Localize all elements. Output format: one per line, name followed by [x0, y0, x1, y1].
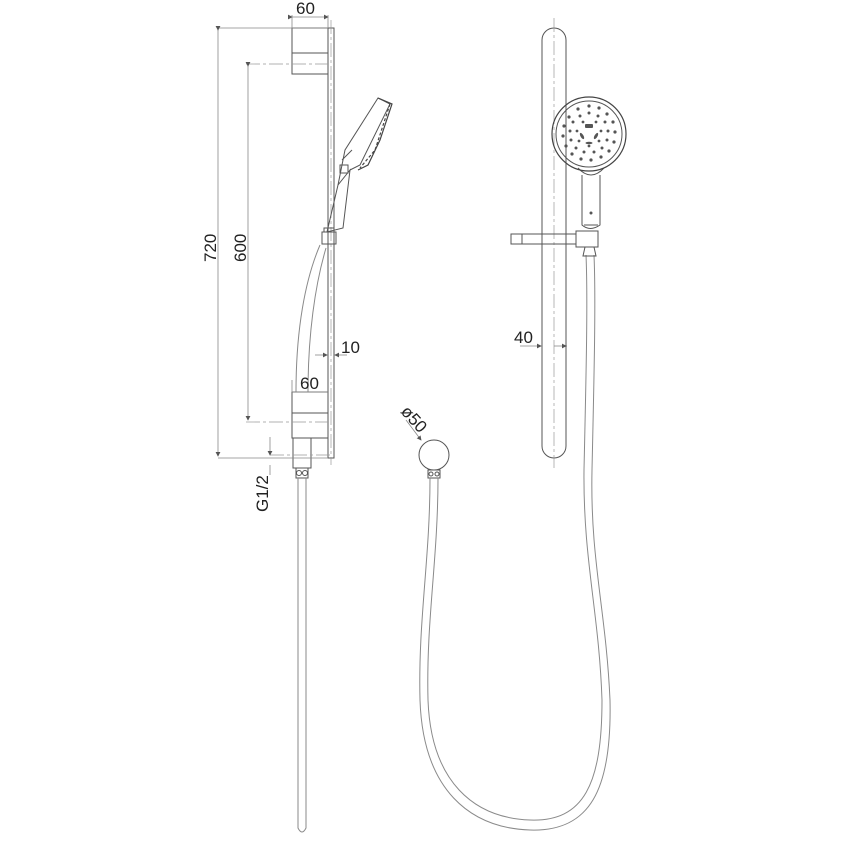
wall-outlet-view: ø50 — [397, 254, 611, 831]
side-hose-to-holder — [295, 244, 327, 393]
label-overall-height: 720 — [201, 234, 220, 262]
side-hose — [297, 478, 307, 833]
wall-outlet-circle — [418, 439, 450, 471]
dim-bottom-60: 60 — [291, 374, 328, 393]
label-rail-thickness: 10 — [341, 338, 360, 357]
dim-40: 40 — [514, 328, 567, 349]
side-handset — [326, 97, 393, 233]
inlet-elbow — [270, 437, 330, 479]
front-view: 40 — [510, 18, 627, 468]
label-bracket-top-width: 60 — [296, 0, 315, 18]
label-rail-width: 40 — [514, 328, 533, 347]
dim-600: 600 — [231, 62, 251, 421]
label-outlet-diameter: ø50 — [397, 402, 431, 436]
front-hose-inner — [427, 254, 603, 821]
dim-g12: G1/2 — [253, 437, 273, 512]
dim-10: 10 — [315, 338, 360, 358]
label-bracket-bottom-width: 60 — [300, 374, 319, 393]
front-hose-outer — [419, 254, 611, 831]
spray-nozzles-icon — [561, 104, 617, 162]
dim-top-60: 60 — [288, 0, 329, 28]
front-handset-handle — [577, 167, 605, 229]
label-inlet-thread: G1/2 — [253, 475, 272, 512]
front-handset-head — [551, 96, 627, 172]
side-rail — [327, 20, 335, 465]
top-bracket — [246, 27, 329, 75]
dim-720: 720 — [201, 26, 328, 459]
bottom-bracket — [246, 391, 329, 439]
front-rail — [541, 18, 567, 468]
side-view: 60 720 600 10 60 G1/ — [201, 0, 393, 833]
label-bracket-centers: 600 — [231, 234, 250, 262]
front-slider-shelf — [510, 230, 599, 257]
